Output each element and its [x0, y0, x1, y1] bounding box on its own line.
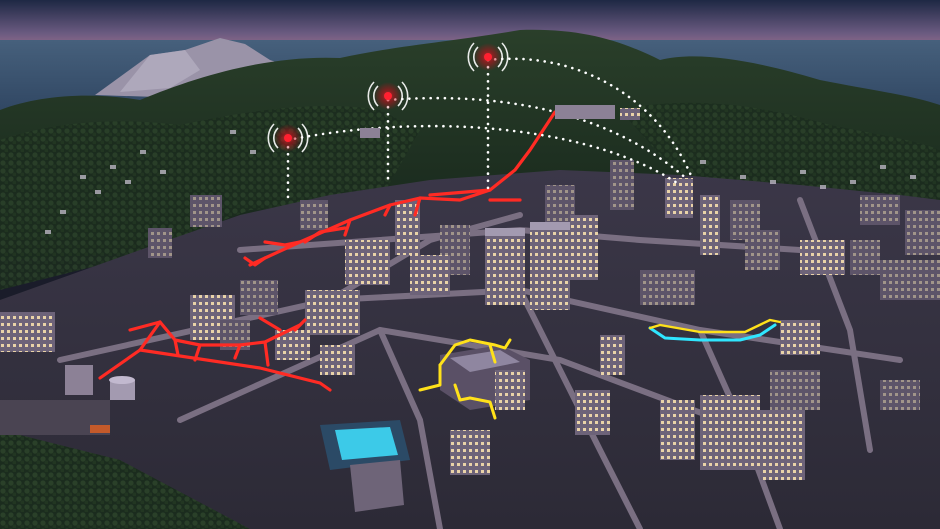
- radio-tower-2: [367, 81, 409, 111]
- dotted-wireless-links: [286, 57, 694, 202]
- sports-complex: [320, 420, 410, 512]
- civic-center: [440, 345, 530, 410]
- cyan-network-loop: [648, 318, 782, 342]
- hilltop-facility: [360, 105, 640, 138]
- yellow-network-loop: [418, 338, 512, 420]
- radio-tower-icon: [467, 42, 509, 72]
- industrial-area: [0, 365, 135, 435]
- hillside-lights: [45, 130, 916, 234]
- red-fiber-network: [98, 110, 557, 392]
- radio-tower-icon: [267, 123, 309, 153]
- radio-tower-1: [267, 123, 309, 153]
- radio-tower-icon: [367, 81, 409, 111]
- city-buildings: [190, 200, 920, 480]
- radio-tower-3: [467, 42, 509, 72]
